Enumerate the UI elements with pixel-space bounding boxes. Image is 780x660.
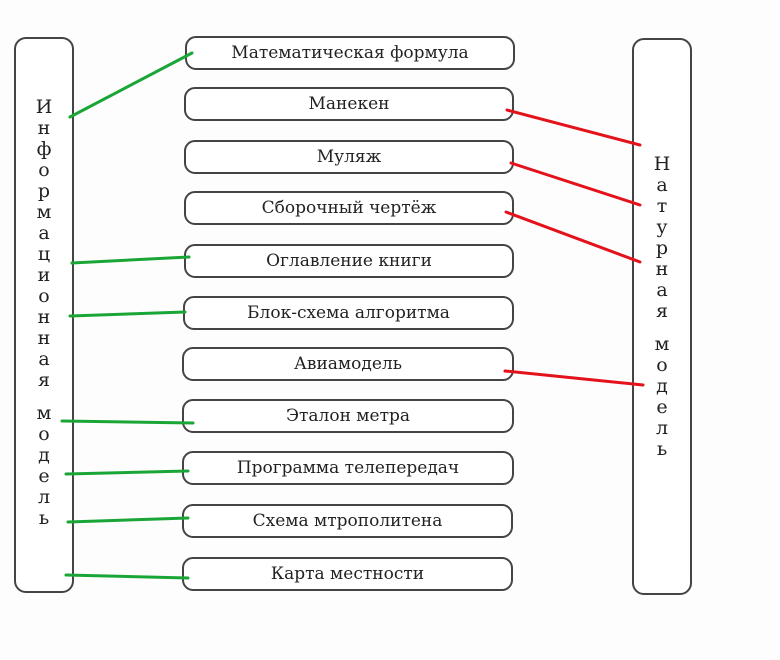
vertical-letter: я <box>656 300 668 322</box>
vertical-letter: Н <box>653 153 671 175</box>
item-terrain-map: Карта местности <box>182 557 513 591</box>
vertical-letter: и <box>37 264 51 286</box>
vertical-letter: И <box>35 96 53 118</box>
vertical-letter: л <box>655 417 669 439</box>
vertical-letter: а <box>656 279 668 301</box>
line-natural-aircraft-model <box>503 369 645 387</box>
item-book-contents: Оглавление книги <box>184 244 514 278</box>
line-info-terrain-map <box>64 573 190 580</box>
vertical-letter: т <box>656 195 668 217</box>
item-assembly-drawing: Сборочный чертёж <box>184 191 514 225</box>
vertical-letter: о <box>38 159 50 181</box>
line-info-book-contents <box>70 255 191 265</box>
vertical-letter: а <box>656 174 668 196</box>
item-flowchart: Блок-схема алгоритма <box>183 296 514 330</box>
line-info-math-formula <box>68 51 194 119</box>
line-natural-dummy <box>509 161 642 207</box>
line-info-metro-map <box>66 516 190 524</box>
item-meter-standard: Эталон метра <box>182 399 514 433</box>
vertical-letter: а <box>38 222 50 244</box>
vertical-letter: л <box>37 486 51 508</box>
vertical-letter: ь <box>38 507 50 529</box>
item-aircraft-model: Авиамодель <box>182 347 514 381</box>
item-tv-program: Программа телепередач <box>182 451 514 485</box>
vertical-letter: м <box>654 333 670 355</box>
vertical-letter: н <box>37 327 51 349</box>
line-natural-mannequin <box>505 108 642 147</box>
vertical-letter: д <box>656 375 668 397</box>
vertical-letter: н <box>37 117 51 139</box>
vertical-letter: р <box>655 237 669 259</box>
vertical-letter: е <box>656 396 668 418</box>
vertical-letter: о <box>656 354 668 376</box>
vertical-letter: ф <box>36 138 52 160</box>
vertical-letter: н <box>37 306 51 328</box>
vertical-letter: у <box>656 216 668 238</box>
vertical-letter: ц <box>37 243 51 265</box>
item-math-formula: Математическая формула <box>185 36 515 70</box>
vertical-letter: о <box>38 285 50 307</box>
vertical-letter: ь <box>656 438 668 460</box>
line-info-flowchart <box>68 310 187 318</box>
vertical-letter: м <box>36 201 52 223</box>
vertical-letter: о <box>38 423 50 445</box>
vertical-letter: я <box>38 369 50 391</box>
line-info-meter-standard <box>60 419 195 425</box>
vertical-letter: а <box>38 348 50 370</box>
line-natural-assembly-drawing <box>504 210 642 264</box>
item-dummy: Муляж <box>184 140 514 174</box>
line-info-tv-program <box>64 469 190 476</box>
vertical-letter: е <box>38 465 50 487</box>
vertical-letter: д <box>38 444 50 466</box>
item-metro-map: Схема мтрополитена <box>182 504 513 538</box>
vertical-letter: н <box>655 258 669 280</box>
vertical-letter: р <box>37 180 51 202</box>
vertical-letter: м <box>36 402 52 424</box>
item-mannequin: Манекен <box>184 87 514 121</box>
